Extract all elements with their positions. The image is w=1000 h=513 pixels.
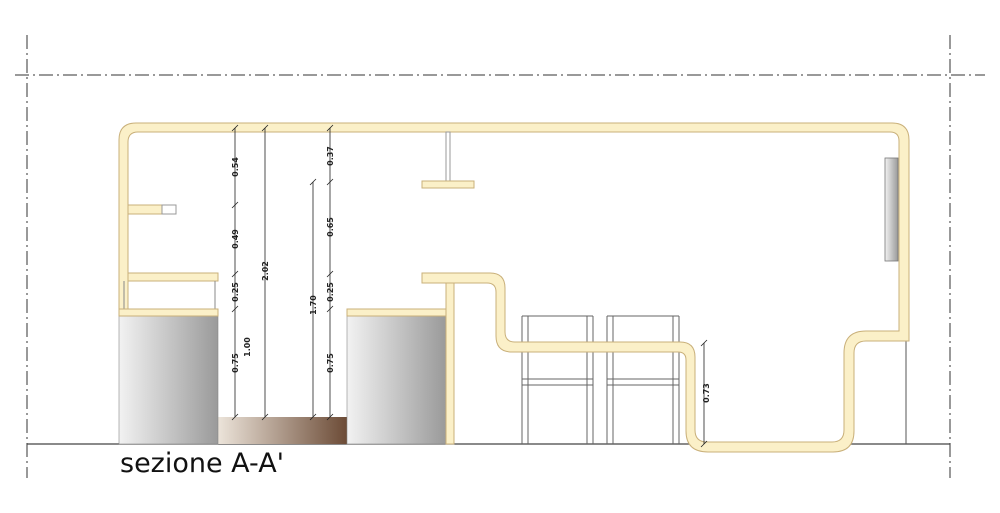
dimension-labels: 0.54 0.49 0.25 0.75 1.00 2.02 1.70 0.37 … [231, 146, 711, 403]
section-caption: sezione A-A' [120, 448, 285, 479]
main-shell [118, 122, 910, 453]
dim-label: 0.54 [231, 157, 240, 177]
floor-recess [218, 417, 348, 444]
dim-label: 0.75 [326, 353, 335, 373]
stool-1 [521, 315, 594, 444]
dim-label: 0.75 [231, 353, 240, 373]
dim-label: 0.25 [231, 282, 240, 302]
tick-marks [231, 124, 708, 448]
left-counter-block [118, 315, 219, 445]
shell [118, 122, 910, 453]
stool-2 [606, 315, 680, 444]
dimension-lines [231, 124, 708, 448]
dim-label: 0.73 [702, 383, 711, 403]
left-counter-top [118, 308, 219, 317]
upper-shelf-end [161, 204, 177, 215]
central-counter-block [346, 315, 447, 445]
dim-label: 1.70 [309, 295, 318, 315]
counter-divider [445, 282, 455, 445]
dim-label: 0.25 [326, 282, 335, 302]
wall-panel [884, 157, 899, 262]
stools [521, 315, 680, 444]
ceiling-rod [445, 131, 451, 183]
dim-label: 2.02 [261, 261, 270, 281]
axis-lines [15, 35, 985, 478]
lower-shelf [127, 272, 219, 282]
dim-label: 0.65 [326, 217, 335, 237]
central-counter-top [346, 308, 447, 317]
suspended-shelf [421, 180, 475, 189]
dim-label: 1.00 [243, 337, 252, 357]
upper-shelf [127, 204, 163, 215]
dim-label: 0.49 [231, 229, 240, 249]
dim-label: 0.37 [326, 146, 335, 166]
